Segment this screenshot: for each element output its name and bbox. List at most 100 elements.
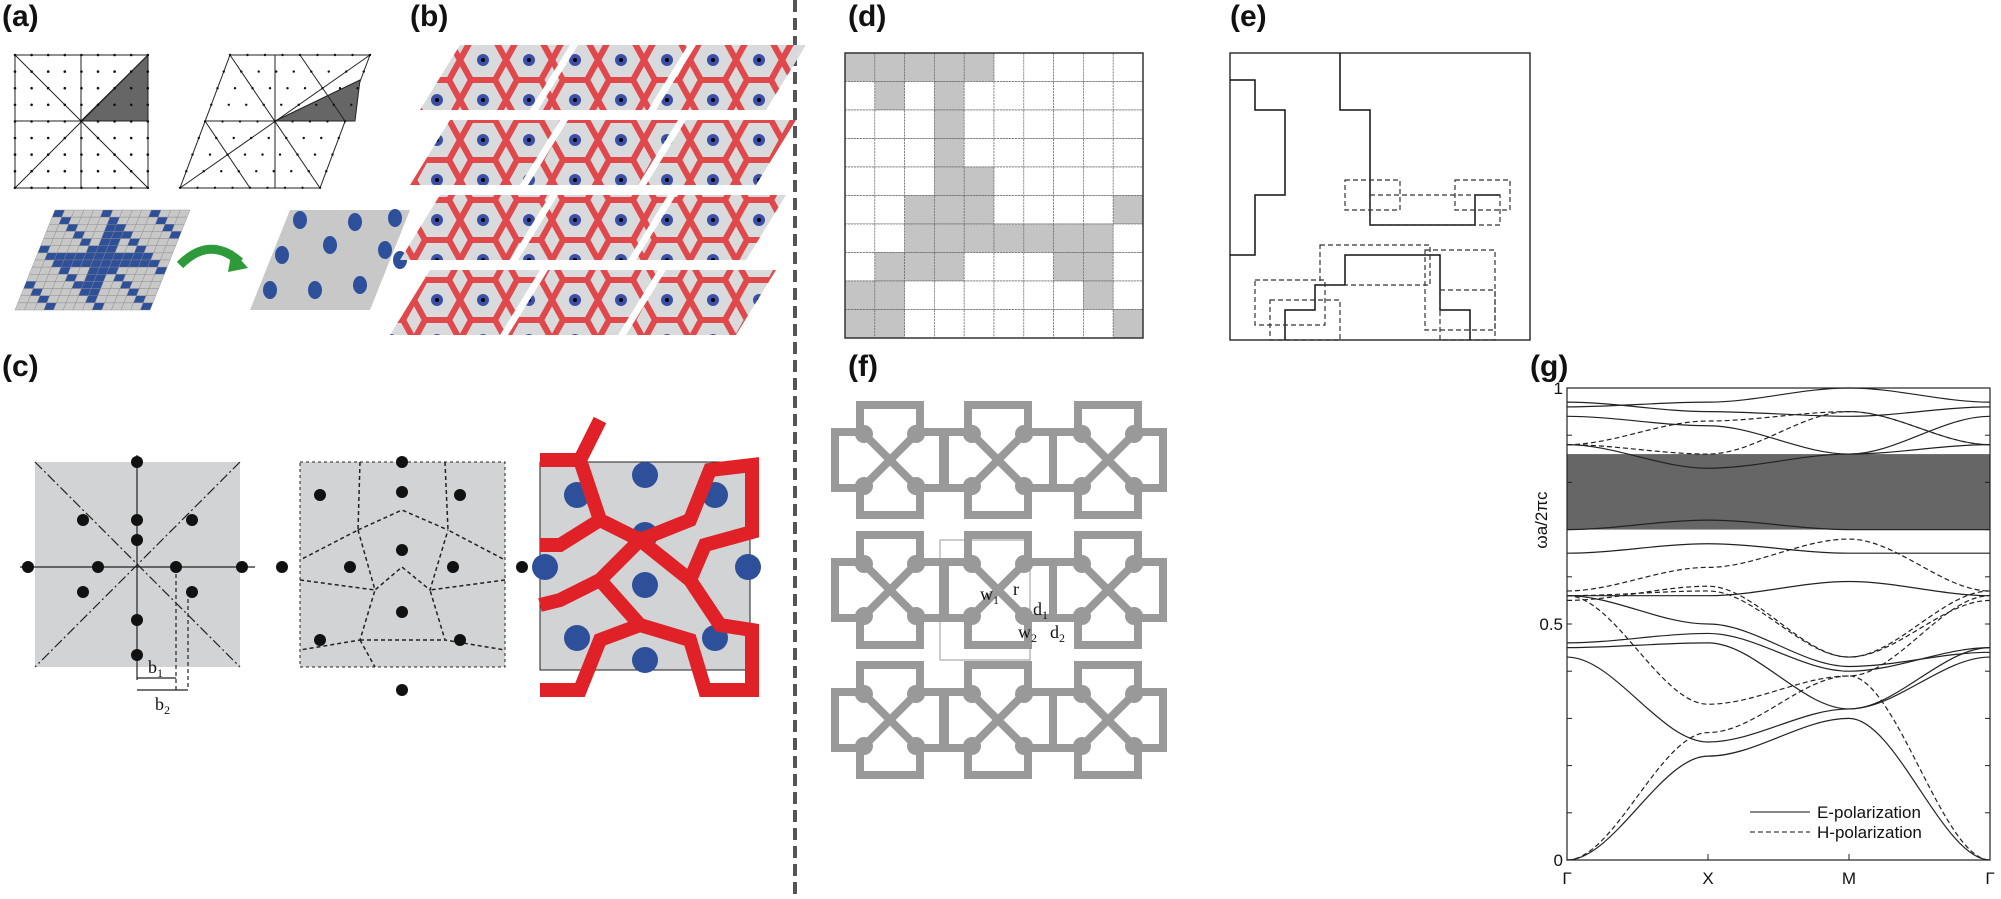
- lattice-point: [236, 561, 248, 573]
- panel-label-f: (f): [848, 350, 878, 383]
- lattice-point: [131, 649, 143, 661]
- mesh-dot: [221, 120, 224, 123]
- mesh-dot: [80, 120, 83, 123]
- mesh-dot: [13, 53, 17, 57]
- mesh-dot: [46, 169, 50, 173]
- cell-cross: [967, 429, 1029, 491]
- grid-cell: [1053, 81, 1084, 111]
- mesh-dot: [256, 120, 259, 123]
- legend-h-polarization: H-polarization: [1817, 823, 1922, 842]
- grid-cell: [844, 81, 876, 111]
- grid-cell: [993, 81, 1025, 111]
- mesh-dot: [129, 186, 133, 190]
- grid-cell: [1023, 109, 1054, 139]
- mesh-dot: [80, 169, 83, 173]
- joint-circle: [907, 425, 925, 443]
- design-tile: [400, 195, 550, 260]
- mesh-dot: [318, 186, 322, 189]
- e-band: [1566, 642, 1991, 710]
- mesh-dot: [96, 103, 100, 107]
- grid-cell: [993, 309, 1025, 339]
- lattice-point: [131, 534, 143, 546]
- h-band: [1566, 590, 1991, 658]
- unit-cell: [1049, 531, 1167, 649]
- cell-cross: [967, 689, 1029, 751]
- grid-cell: [1053, 252, 1084, 282]
- mesh-dot: [113, 70, 116, 73]
- mesh-dot: [63, 153, 67, 156]
- unit-cell: [939, 401, 1057, 519]
- mesh-dot: [113, 136, 116, 140]
- joint-circle: [907, 555, 925, 573]
- grid-cell: [934, 52, 965, 82]
- grid-cell: [1112, 252, 1144, 282]
- mesh-dot: [278, 153, 282, 156]
- mesh-dot: [286, 87, 289, 90]
- mesh-dot: [313, 153, 317, 156]
- mesh-dot: [80, 186, 83, 190]
- blue-rod: [323, 236, 337, 254]
- e-band: [1566, 595, 1991, 668]
- w1-label: w1: [980, 584, 999, 607]
- h-band: [1566, 538, 1991, 592]
- grid-cell: [1112, 52, 1144, 82]
- grid-cell: [934, 138, 965, 168]
- mesh-dot: [30, 53, 33, 57]
- e-band: [1566, 519, 1990, 531]
- legend-e-polarization: E-polarization: [1817, 803, 1921, 822]
- joint-circle: [855, 737, 873, 755]
- mesh-dot: [321, 87, 324, 90]
- joint-circle: [1125, 477, 1143, 495]
- mesh-dot: [325, 170, 328, 173]
- voronoi-point: [516, 561, 528, 573]
- joint-circle: [1125, 685, 1143, 703]
- grid-cell: [934, 280, 965, 310]
- mesh-dot: [338, 87, 342, 90]
- mesh-dot: [46, 136, 50, 140]
- mesh-dot: [237, 170, 240, 173]
- joint-circle: [963, 555, 981, 573]
- d2-label: d2: [1050, 622, 1065, 645]
- panel-c: b1 b2: [20, 416, 761, 717]
- mesh-dot: [129, 103, 133, 107]
- mesh-dot: [129, 153, 133, 156]
- e-band: [1566, 717, 1991, 861]
- mesh-dot: [46, 70, 50, 73]
- design-tile: [518, 195, 668, 260]
- blue-rod: [275, 246, 289, 264]
- cell-cross: [1077, 429, 1139, 491]
- grid-cell: [874, 309, 905, 339]
- mesh-dot: [63, 120, 67, 123]
- grid-cell: [1083, 280, 1114, 310]
- mesh-dot: [213, 186, 217, 189]
- grid-cell: [1112, 109, 1144, 139]
- lattice-point: [131, 456, 143, 468]
- lattice-point: [22, 561, 34, 573]
- panel-f-lattice: [831, 401, 1167, 779]
- grid-cell: [904, 309, 935, 339]
- mesh-dot: [46, 186, 50, 190]
- grid-cell: [993, 166, 1025, 196]
- joint-circle: [907, 477, 925, 495]
- grid-cell: [874, 223, 905, 253]
- mesh-dot: [297, 103, 300, 107]
- blue-rods: [532, 462, 761, 673]
- grid-cell: [993, 252, 1025, 282]
- grid-cell: [993, 52, 1025, 82]
- x-tick-label: X: [1702, 869, 1713, 888]
- d1-label: d1: [1033, 599, 1048, 622]
- grid-cell: [904, 280, 935, 310]
- mesh-dot: [255, 170, 258, 173]
- grid-cell: [1112, 195, 1144, 225]
- unit-cell: [831, 401, 949, 519]
- blue-rod: [564, 625, 590, 651]
- grid-cell: [1053, 166, 1084, 196]
- mesh-dot: [220, 170, 223, 173]
- mesh-dot: [203, 120, 207, 123]
- mesh-dot: [96, 169, 100, 173]
- design-tile: [420, 45, 570, 110]
- grid-cell: [904, 252, 935, 282]
- cell-cross: [967, 559, 1029, 621]
- grid-cell: [1053, 138, 1084, 168]
